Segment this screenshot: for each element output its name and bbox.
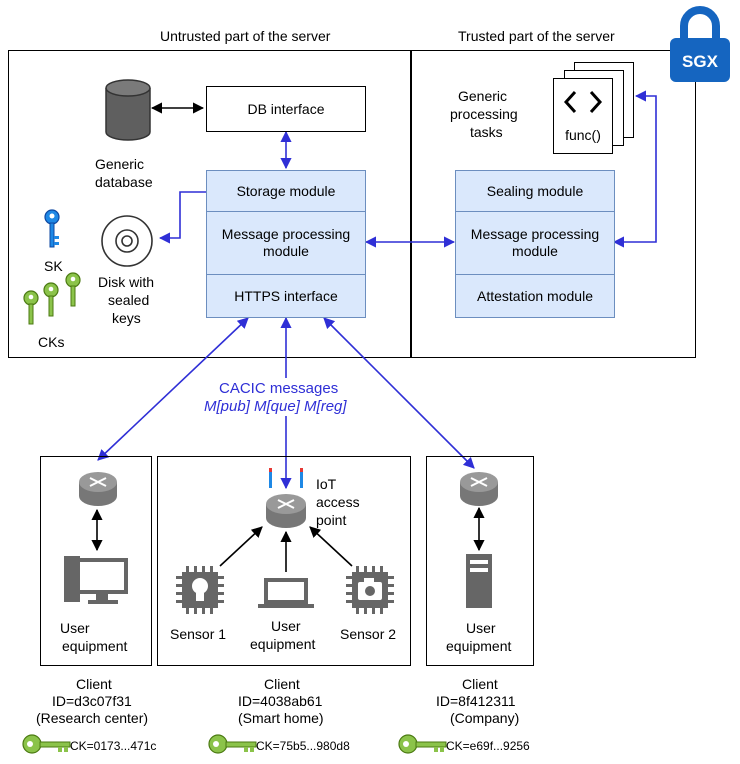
func-label: func() [565, 127, 601, 143]
untrusted-title: Untrusted part of the server [160, 28, 331, 44]
client-1-equipment-label-2: equipment [62, 638, 128, 654]
sk-label: SK [44, 258, 63, 274]
client-2-ck: CK=75b5...980d8 [256, 739, 350, 753]
disk-icon [101, 215, 153, 267]
iot-label-2: access [316, 494, 360, 510]
client-2-equipment-label-2: equipment [250, 636, 316, 652]
laptop-icon [258, 578, 314, 608]
database-label-1: Generic [95, 156, 145, 172]
client-1-org: (Research center) [36, 710, 149, 726]
server-tower-icon [466, 554, 492, 608]
iot-label-3: point [316, 512, 347, 528]
ck-keys-icon [23, 272, 81, 325]
client-3-ck-key-icon [398, 734, 447, 754]
client-2-equipment-label-1: User [271, 618, 301, 634]
trusted-server-box [410, 50, 696, 358]
sensor-1-label: Sensor 1 [170, 626, 227, 642]
client-3-caption: Client [462, 676, 498, 692]
trusted-message-processing-module: Message processing module [455, 211, 615, 275]
client-1-id: ID=d3c07f31 [52, 693, 132, 709]
sk-key-icon [44, 209, 60, 248]
disk-label-3: keys [112, 310, 141, 326]
disk-label-1: Disk with [98, 274, 155, 290]
client-1-ck: CK=0173...471c [70, 739, 157, 753]
https-interface-module: HTTPS interface [206, 274, 366, 318]
client-3-ck: CK=e69f...9256 [446, 739, 530, 753]
messages-types: M[pub] M[que] M[reg] [204, 398, 347, 415]
storage-module: Storage module [206, 170, 366, 212]
message-processing-label-1: Message processing [221, 226, 351, 242]
sensor-1-chip-icon [176, 566, 224, 614]
client-2-ck-key-icon [208, 734, 257, 754]
db-interface-box: DB interface [206, 86, 366, 132]
iot-router-icon [266, 494, 306, 528]
messages-title: CACIC messages [219, 380, 339, 397]
trusted-message-processing-label-1: Message processing [470, 226, 600, 242]
message-processing-module: Message processing module [206, 211, 366, 275]
sealing-module: Sealing module [455, 170, 615, 212]
func-task-page: func() [553, 78, 613, 154]
sensor-2-label: Sensor 2 [340, 626, 397, 642]
router-icon [79, 472, 117, 506]
tasks-label-2: processing [450, 106, 518, 122]
client-2-box [157, 456, 411, 666]
client-3-box [426, 456, 534, 666]
iot-label-1: IoT [316, 476, 337, 492]
tasks-label-3: tasks [470, 124, 503, 140]
antenna-icon [269, 468, 303, 488]
router-icon [460, 472, 498, 506]
client-2-caption: Client [264, 676, 300, 692]
trusted-title: Trusted part of the server [458, 28, 615, 44]
database-label-2: database [95, 174, 153, 190]
client-1-caption: Client [76, 676, 112, 692]
sgx-lock-badge: SGX [668, 4, 732, 84]
desktop-computer-icon [64, 556, 128, 604]
sensor-2-camera-chip-icon [346, 566, 394, 614]
client-2-id: ID=4038ab61 [238, 693, 323, 709]
sgx-label: SGX [682, 52, 718, 71]
client-1-ck-key-icon [22, 734, 71, 754]
trusted-message-processing-label-2: module [512, 243, 558, 259]
lock-icon [670, 6, 730, 82]
client-3-org: (Company) [450, 710, 520, 726]
cks-label: CKs [38, 334, 65, 350]
code-brackets-icon [563, 90, 603, 114]
message-processing-label-2: module [263, 243, 309, 259]
attestation-module: Attestation module [455, 274, 615, 318]
client-1-box [40, 456, 152, 666]
client-2-org: (Smart home) [238, 710, 324, 726]
client-3-equipment-label-2: equipment [446, 638, 512, 654]
disk-label-2: sealed [108, 292, 150, 308]
database-icon [105, 79, 151, 141]
tasks-label-1: Generic [458, 88, 508, 104]
client-3-id: ID=8f412311 [436, 693, 516, 709]
client-3-equipment-label-1: User [466, 620, 496, 636]
client-1-equipment-label-1: User [60, 620, 90, 636]
